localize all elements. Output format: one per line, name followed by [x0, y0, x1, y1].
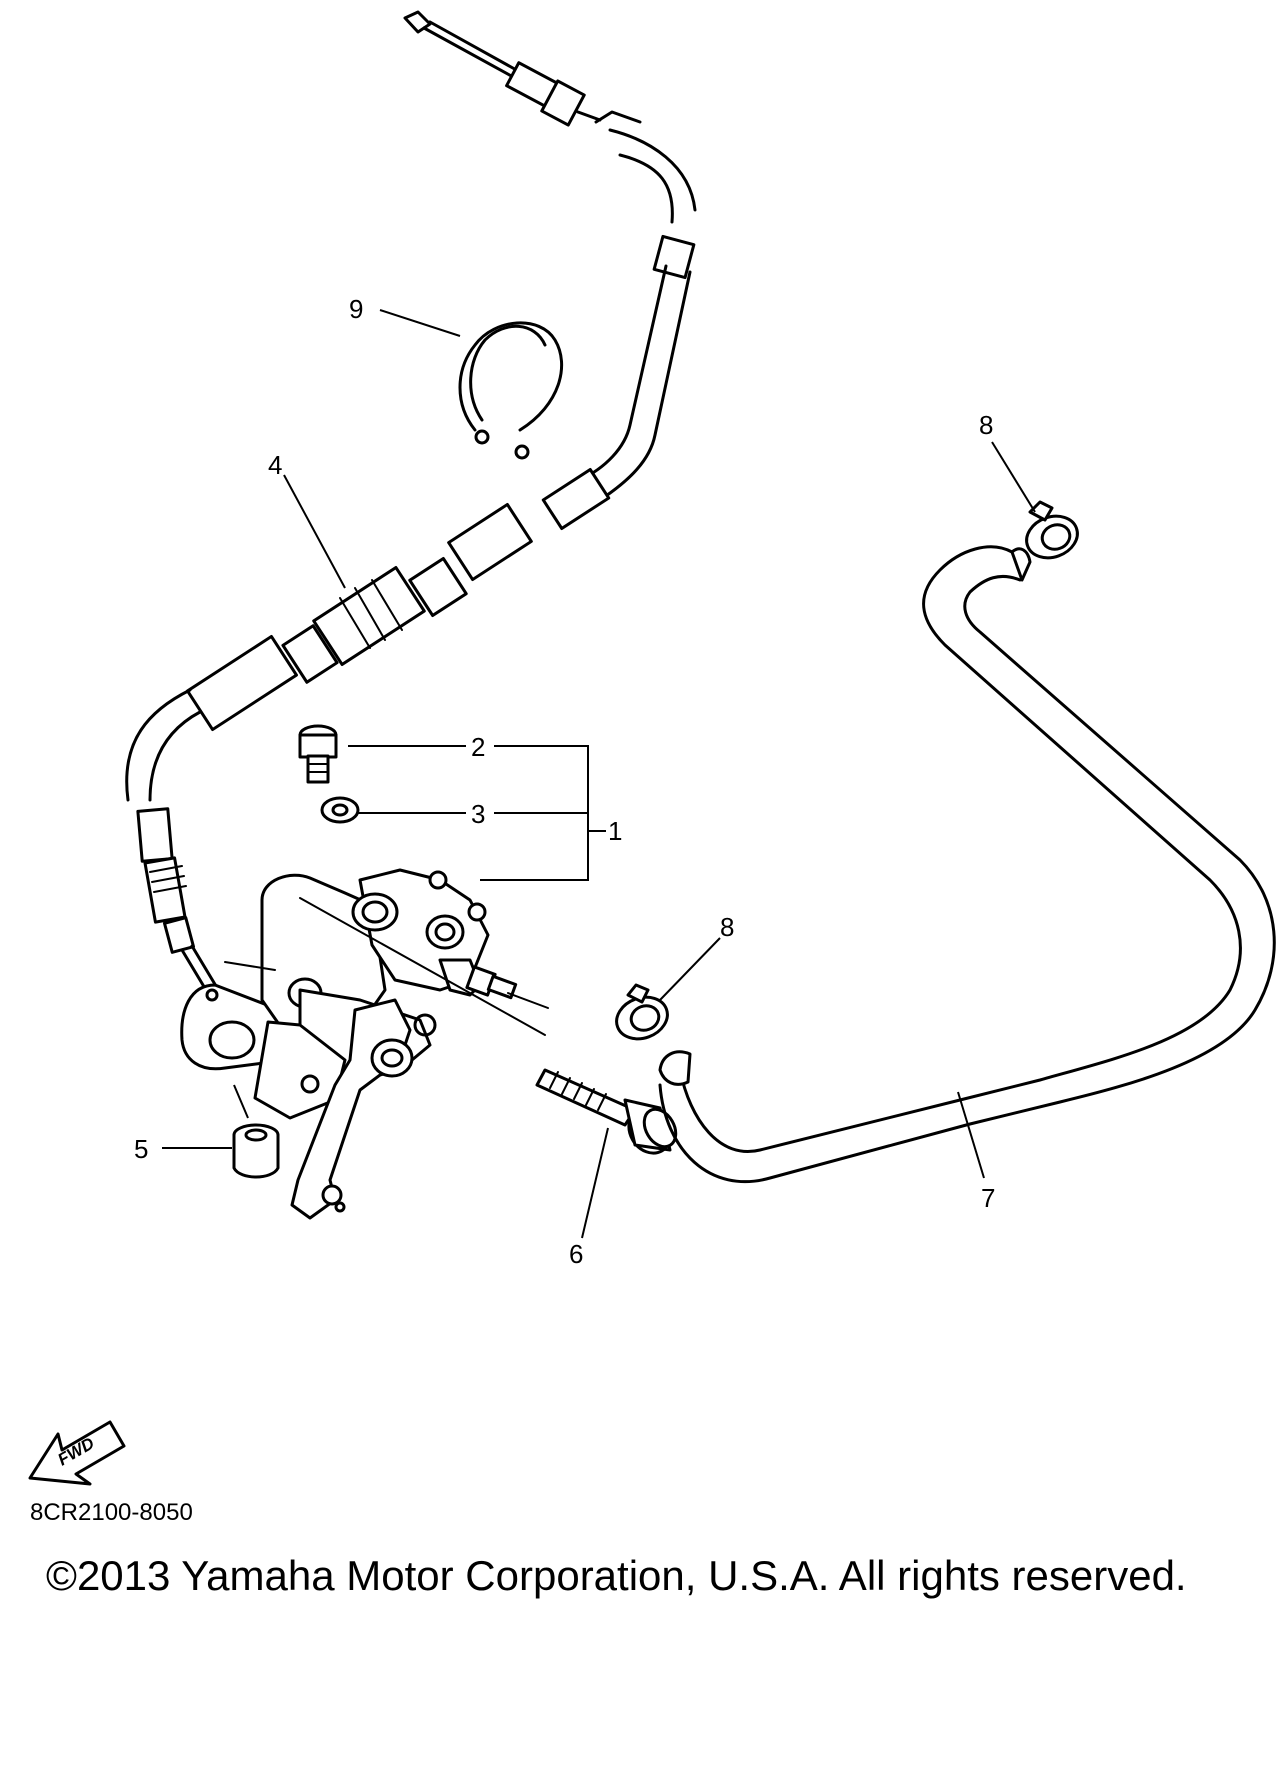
- callout-3: 3: [471, 799, 485, 829]
- hose-clamp-lower: [615, 983, 669, 1041]
- oil-hose: [658, 545, 1276, 1184]
- clip: [458, 321, 564, 460]
- callout-8-upper: 8: [979, 410, 993, 440]
- copyright-notice: ©2013 Yamaha Motor Corporation, U.S.A. A…: [46, 1552, 1187, 1599]
- callout-5: 5: [134, 1134, 148, 1164]
- washer-part-3: [320, 796, 360, 824]
- callout-4: 4: [268, 450, 282, 480]
- hose-clamp-upper: [1025, 500, 1079, 560]
- bolt-part-2: [298, 724, 338, 784]
- callout-1: 1: [608, 816, 622, 846]
- oil-pump: [180, 868, 549, 1220]
- callout-2: 2: [471, 732, 485, 762]
- leader-lines: [162, 309, 1036, 1239]
- callout-7: 7: [981, 1183, 995, 1213]
- nut-part-5: [232, 1123, 280, 1179]
- callout-8-lower: 8: [720, 912, 734, 942]
- callout-9: 9: [349, 294, 363, 324]
- diagram-code: 8CR2100-8050: [30, 1499, 193, 1526]
- callout-6: 6: [569, 1239, 583, 1269]
- pump-cable: [125, 10, 697, 1023]
- callout-labels: 9 4 8 2 3 1 8 5 6 7: [134, 294, 995, 1269]
- fwd-arrow-icon: FWD: [28, 1420, 126, 1486]
